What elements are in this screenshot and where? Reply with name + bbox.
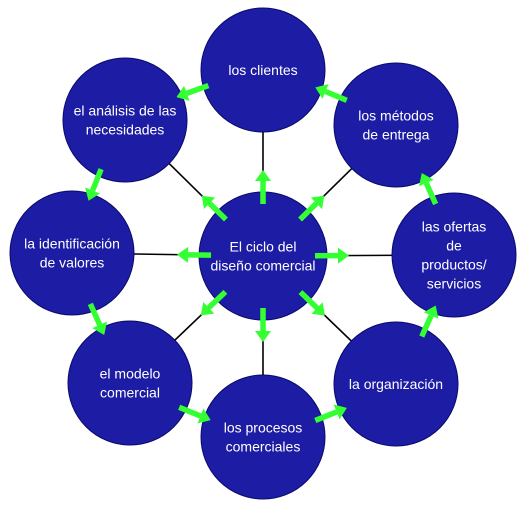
- node-circle-procesos: [200, 374, 326, 500]
- node-label-ofertas: las ofertas de productos/servicios: [421, 219, 486, 292]
- node-circles: [9, 7, 517, 500]
- node-label-procesos: los procesos comerciales: [224, 420, 303, 455]
- cycle-arrow-modelo-to-procesos: [178, 404, 211, 424]
- cycle-arrow-organizacion-to-ofertas: [419, 305, 439, 338]
- node-label-organizacion: la organización: [349, 376, 443, 392]
- radial-arrow-metodos: [298, 195, 325, 222]
- node-circle-analisis: [62, 57, 188, 183]
- node-label-ofertas-line: productos/: [421, 257, 486, 273]
- node-label-ofertas-line: las ofertas: [422, 219, 487, 235]
- node-label-modelo-line: comercial: [100, 385, 160, 401]
- cycle-arrow-ofertas-to-metodos: [418, 172, 439, 206]
- node-circle-clientes: [200, 7, 326, 133]
- node-circle-organizacion: [333, 321, 459, 447]
- node-label-clientes: los clientes: [228, 62, 297, 78]
- node-label-metodos-line: de entrega: [363, 127, 430, 143]
- radial-arrow-identificacion: [177, 246, 212, 263]
- radial-arrow-ofertas: [314, 247, 349, 264]
- node-label-identificacion: la identificación de valores: [24, 236, 120, 271]
- node-label-modelo: el modelo comercial: [100, 366, 161, 401]
- cycle-arrow-procesos-to-organizacion: [314, 404, 347, 424]
- radial-arrow-organizacion: [298, 290, 325, 316]
- node-label-identificacion-line: de valores: [40, 255, 105, 271]
- node-circle-identificacion: [9, 190, 135, 316]
- node-label-organizacion-line: la organización: [349, 376, 443, 392]
- node-label-procesos-line: los procesos: [224, 420, 303, 436]
- cycle-arrow-metodos-to-clientes: [315, 84, 348, 103]
- center-label-line: diseño comercial: [210, 258, 315, 274]
- node-label-analisis: el análisis de las necesidades: [74, 103, 177, 138]
- node-label-metodos-line: los métodos: [358, 108, 433, 124]
- node-label-ofertas-line: de: [446, 238, 462, 254]
- node-circle-ofertas: [391, 192, 517, 318]
- node-label-analisis-line: el análisis de las: [74, 103, 177, 119]
- radial-arrow-modelo: [200, 289, 228, 316]
- flow-arrows: [85, 82, 439, 424]
- radial-arrow-analisis: [201, 195, 228, 222]
- node-label-modelo-line: el modelo: [100, 366, 161, 382]
- cycle-arrow-analisis-to-identificacion: [85, 168, 104, 201]
- node-label-metodos: los métodos de entrega: [358, 108, 433, 143]
- node-circle-metodos: [333, 62, 459, 188]
- cycle-arrow-identificacion-to-modelo: [87, 302, 108, 335]
- node-label-clientes-line: los clientes: [228, 62, 297, 78]
- node-label-ofertas-line: servicios: [427, 276, 481, 292]
- node-label-procesos-line: comerciales: [226, 439, 301, 455]
- center-label: El ciclo del diseño comercial: [210, 239, 315, 274]
- center-label-line: El ciclo del: [230, 239, 297, 255]
- node-circle-modelo: [67, 320, 193, 446]
- node-label-analisis-line: necesidades: [86, 122, 165, 138]
- cycle-arrow-clientes-to-analisis: [176, 82, 210, 101]
- radial-arrow-procesos: [255, 308, 271, 342]
- node-labels: El ciclo del diseño comercial los clientes…: [24, 62, 487, 455]
- radial-arrow-clientes: [255, 170, 271, 204]
- node-label-identificacion-line: la identificación: [24, 236, 120, 252]
